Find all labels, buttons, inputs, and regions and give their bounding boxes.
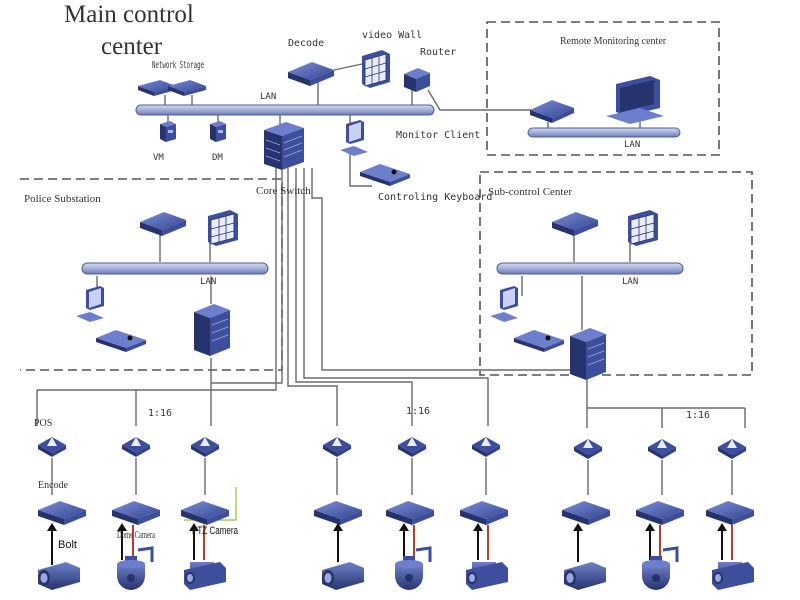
- label-dm: DM: [212, 153, 223, 163]
- remote-lan-bar: [527, 127, 681, 138]
- access-switch-icon: [398, 437, 426, 457]
- label-network-storage-text: Network Storage: [152, 60, 204, 71]
- access-switch-icon: [323, 437, 351, 457]
- encoder-icon: [636, 501, 684, 525]
- subcontrol-lan-bar: [496, 262, 684, 275]
- dm-server-icon: [210, 121, 226, 142]
- label-police-substation: Police Substation: [24, 193, 101, 205]
- dome-camera-icon: [117, 556, 145, 590]
- camera-mounts: [137, 546, 679, 562]
- encoder-icon: [112, 501, 160, 525]
- sub-decoder-icon: [552, 212, 598, 236]
- police-keyboard-icon: [96, 330, 146, 352]
- label-ratio-1: 1:16: [148, 408, 172, 419]
- label-ratio-2: 1:16: [406, 406, 430, 417]
- access-switch-icon: [574, 439, 602, 459]
- network-storage-icon: [138, 80, 206, 96]
- label-lan-remote: LAN: [624, 140, 640, 150]
- remote-decoder-icon: [530, 100, 574, 123]
- label-bolt: Bolt: [58, 539, 77, 551]
- decoder-icon: [288, 62, 334, 86]
- lan-bars: [81, 104, 684, 275]
- main-lan-bar: [135, 104, 435, 116]
- label-pos: POS: [34, 418, 52, 429]
- ptz-camera-icon: [184, 562, 226, 590]
- data-flow-arrows: [47, 523, 727, 531]
- encoder-icon: [38, 501, 86, 525]
- sub-monitor-client-icon: [490, 286, 518, 322]
- sub-keyboard-icon: [514, 330, 564, 352]
- label-dome-camera-text: Dome Camera: [117, 530, 155, 541]
- access-switch-icon: [472, 437, 500, 457]
- remote-monitoring-region: [486, 21, 720, 156]
- encoder-icon: [314, 501, 362, 525]
- label-vm: VM: [153, 153, 164, 163]
- police-decoder-icon: [140, 212, 186, 236]
- encoders: [38, 501, 754, 525]
- police-monitor-client-icon: [76, 286, 104, 322]
- core-switch-icon: [264, 122, 304, 170]
- access-switch-icon: [122, 437, 150, 457]
- access-switch-icon: [38, 437, 66, 457]
- encoder-icon: [562, 501, 610, 525]
- controlling-keyboard-icon: [360, 164, 410, 186]
- monitor-client-icon: [340, 120, 368, 156]
- bolt-camera-icon: [38, 562, 80, 590]
- ptz-camera-icon: [712, 562, 754, 590]
- dome-camera-icon: [395, 556, 423, 590]
- label-monitor-client: Monitor Client: [396, 130, 480, 141]
- encoder-icon: [181, 501, 229, 525]
- sub-control-region: [479, 171, 753, 376]
- label-video-wall: video Wall: [362, 30, 422, 41]
- label-decode: Decode: [288, 38, 324, 49]
- police-lan-bar: [81, 262, 269, 275]
- label-ratio-3: 1:16: [686, 410, 710, 421]
- main-center-title-line2: center: [101, 33, 163, 60]
- police-video-wall-icon: [208, 210, 238, 246]
- label-dome-camera: Dome Camera: [117, 530, 155, 541]
- police-switch-icon: [194, 304, 230, 356]
- video-wall-icon: [362, 50, 390, 88]
- label-remote-monitoring-center: Remote Monitoring center: [560, 36, 667, 47]
- label-sub-control-center: Sub-control Center: [488, 186, 572, 198]
- label-network-storage: Network Storage: [152, 60, 204, 71]
- label-ptz-camera-text: PTZ Camera: [192, 525, 239, 537]
- sub-video-wall-icon: [628, 210, 658, 246]
- label-lan-main: LAN: [260, 92, 276, 102]
- access-switch-icon: [718, 439, 746, 459]
- label-router: Router: [420, 47, 456, 58]
- main-center-title-line1: Main control: [64, 1, 194, 28]
- label-ptz-camera: PTZ Camera: [192, 525, 239, 537]
- access-switch-icon: [648, 439, 676, 459]
- router-icon: [404, 68, 430, 92]
- encoder-icon: [386, 501, 434, 525]
- vm-server-icon: [160, 121, 176, 142]
- labels: Main control center Network Storage Deco…: [24, 1, 710, 551]
- label-lan-sub: LAN: [622, 277, 638, 287]
- label-lan-police: LAN: [200, 277, 216, 287]
- access-switch-icon: [191, 437, 219, 457]
- label-core-switch: Core Switch: [256, 185, 311, 197]
- access-switches: [38, 437, 746, 459]
- dome-camera-icon: [642, 556, 670, 590]
- bolt-camera-icon: [564, 562, 606, 590]
- bolt-camera-icon: [322, 562, 364, 590]
- encoder-icon: [460, 501, 508, 525]
- ptz-camera-icon: [466, 562, 508, 590]
- sub-switch-icon: [570, 328, 606, 380]
- remote-workstation-icon: [606, 76, 664, 124]
- label-controlling-keyboard: Controling Keyboard: [378, 192, 492, 203]
- encoder-icon: [706, 501, 754, 525]
- label-encode: Encode: [38, 480, 69, 491]
- cables: [36, 63, 746, 495]
